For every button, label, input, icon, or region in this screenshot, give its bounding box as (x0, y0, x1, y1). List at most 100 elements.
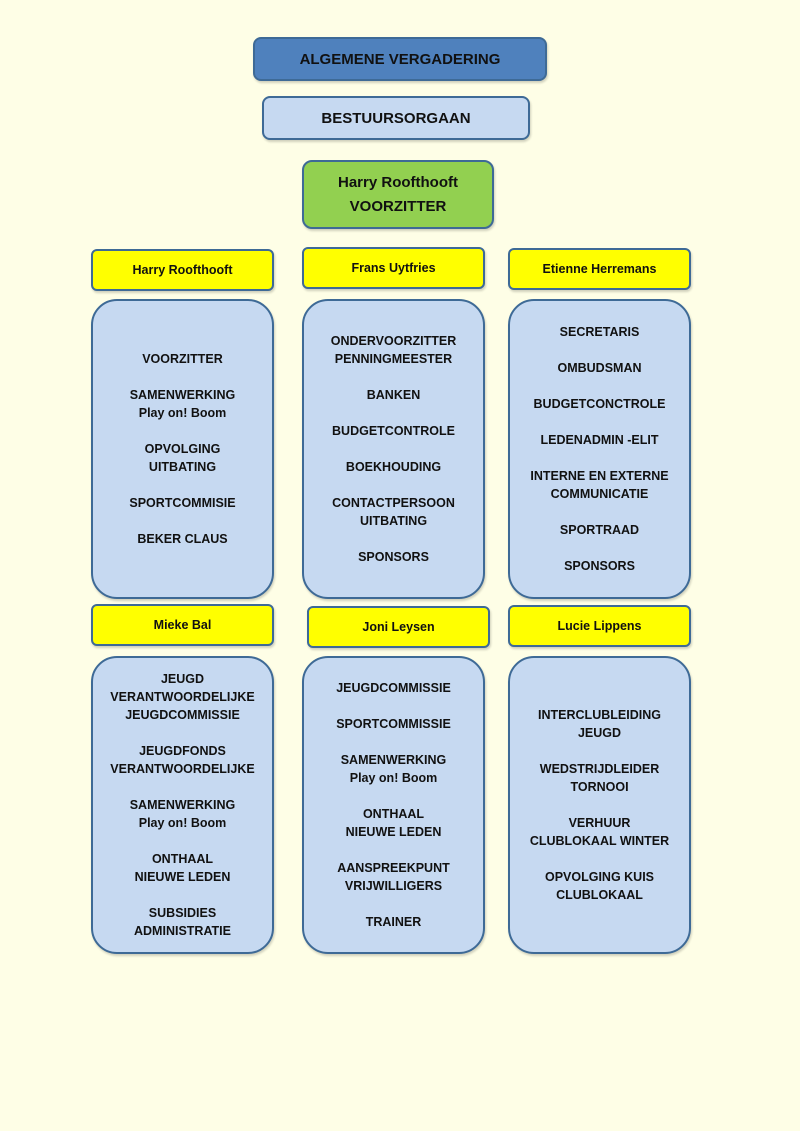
task-line: CLUBLOKAAL (556, 888, 643, 902)
task-line: SPORTRAAD (559, 523, 640, 537)
task-line: ONDERVOORZITTER (330, 334, 457, 348)
task-line: VERHUUR (568, 816, 631, 830)
task-line: BUDGETCONTROLE (332, 424, 455, 438)
member-tasks-panel: INTERCLUBLEIDING JEUGD WEDSTRIJDLEIDER TORN… (508, 656, 691, 954)
task-item: SPORTCOMMISSIE (336, 715, 451, 733)
general-assembly-label: ALGEMENE VERGADERING (299, 50, 501, 68)
task-item: SUBSIDIES ADMINISTRATIE (134, 904, 231, 940)
task-item: BEKER CLAUS (137, 530, 227, 548)
task-line: ONTHAAL (362, 807, 425, 821)
task-line: ONTHAAL (151, 852, 214, 866)
task-item: SPORTRAAD (560, 521, 639, 539)
task-item: OMBUDSMAN (557, 359, 641, 377)
task-line: VERANTWOORDELIJKE (110, 762, 255, 776)
task-line: TRAINER (365, 915, 422, 929)
task-line: SPONSORS (358, 550, 429, 564)
task-line: JEUGDCOMMISSIE (125, 708, 240, 722)
task-line: NIEUWE LEDEN (134, 870, 231, 884)
member-name-box: Joni Leysen (307, 606, 490, 648)
task-line: Play on! Boom (138, 406, 227, 420)
member-tasks-panel: SECRETARIS OMBUDSMAN BUDGETCONCTROLE LEDENA… (508, 299, 691, 599)
board-box: BESTUURSORGAAN (262, 96, 530, 140)
task-line: INTERNE EN EXTERNE (530, 469, 669, 483)
task-item: ONTHAAL NIEUWE LEDEN (135, 850, 231, 886)
chair-name: Harry Roofthooft (338, 173, 458, 191)
task-item: SAMENWERKING Play on! Boom (130, 386, 236, 422)
task-item: BOEKHOUDING (346, 458, 441, 476)
task-line: SUBSIDIES (148, 906, 217, 920)
task-line: TORNOOI (570, 780, 629, 794)
task-item: CONTACTPERSOON UITBATING (332, 494, 455, 530)
task-line: ADMINISTRATIE (134, 924, 231, 938)
task-item: SAMENWERKING Play on! Boom (130, 796, 236, 832)
task-line: UITBATING (359, 514, 428, 528)
task-item: TRAINER (366, 913, 422, 931)
task-line: BANKEN (366, 388, 421, 402)
task-line: INTERCLUBLEIDING (538, 708, 661, 722)
task-item: WEDSTRIJDLEIDER TORNOOI (540, 760, 659, 796)
member-name-box: Etienne Herremans (508, 248, 691, 290)
member-name: Harry Roofthooft (132, 263, 233, 277)
task-item: JEUGDCOMMISSIE (336, 679, 451, 697)
task-line: SPORTCOMMISSIE (336, 717, 451, 731)
task-item: LEDENADMIN -ELIT (540, 431, 658, 449)
task-line: SAMENWERKING (129, 798, 236, 812)
task-line: SPONSORS (564, 559, 635, 573)
task-item: INTERCLUBLEIDING JEUGD (538, 706, 661, 742)
task-line: JEUGDCOMMISSIE (336, 681, 451, 695)
task-item: ONDERVOORZITTER PENNINGMEESTER (331, 332, 456, 368)
task-line: BOEKHOUDING (345, 460, 442, 474)
task-line: VOORZITTER (142, 352, 223, 366)
member-name-box: Mieke Bal (91, 604, 274, 646)
task-line: JEUGD (577, 726, 622, 740)
task-line: OPVOLGING KUIS (544, 870, 655, 884)
task-item: SECRETARIS (560, 323, 640, 341)
task-line: BUDGETCONCTROLE (533, 397, 666, 411)
member-tasks-panel: ONDERVOORZITTER PENNINGMEESTER BANKEN BUDGE… (302, 299, 485, 599)
task-item: VOORZITTER (142, 350, 223, 368)
task-line: CONTACTPERSOON (332, 496, 455, 510)
task-line: BEKER CLAUS (137, 532, 228, 546)
task-line: CLUBLOKAAL WINTER (529, 834, 670, 848)
task-item: SPONSORS (564, 557, 635, 575)
task-item: ONTHAAL NIEUWE LEDEN (346, 805, 442, 841)
task-line: JEUGD (160, 672, 205, 686)
task-line: PENNINGMEESTER (334, 352, 453, 366)
task-line: Play on! Boom (138, 816, 227, 830)
board-label: BESTUURSORGAAN (321, 109, 471, 127)
general-assembly-box: ALGEMENE VERGADERING (253, 37, 547, 81)
task-item: BUDGETCONTROLE (332, 422, 455, 440)
task-line: OPVOLGING (144, 442, 221, 456)
task-item: JEUGD VERANTWOORDELIJKE JEUGDCOMMISSIE (110, 670, 254, 724)
task-line: SECRETARIS (559, 325, 640, 339)
chair-box: Harry Roofthooft VOORZITTER (302, 160, 494, 229)
member-name-box: Lucie Lippens (508, 605, 691, 647)
task-line: SAMENWERKING (129, 388, 236, 402)
task-line: OMBUDSMAN (557, 361, 642, 375)
member-name: Frans Uytfries (351, 261, 436, 275)
task-line: LEDENADMIN -ELIT (540, 433, 659, 447)
task-item: SPORTCOMMISIE (129, 494, 235, 512)
task-line: AANSPREEKPUNT (337, 861, 450, 875)
member-name: Mieke Bal (153, 618, 212, 632)
member-tasks-panel: JEUGDCOMMISSIE SPORTCOMMISSIE SAMENWERKING… (302, 656, 485, 954)
member-name-box: Frans Uytfries (302, 247, 485, 289)
task-item: OPVOLGING UITBATING (145, 440, 221, 476)
member-name-box: Harry Roofthooft (91, 249, 274, 291)
member-name: Etienne Herremans (542, 262, 657, 276)
task-line: WEDSTRIJDLEIDER (539, 762, 660, 776)
task-item: VERHUUR CLUBLOKAAL WINTER (530, 814, 669, 850)
task-line: UITBATING (148, 460, 217, 474)
task-line: Play on! Boom (349, 771, 438, 785)
task-item: BUDGETCONCTROLE (534, 395, 666, 413)
chair-role: VOORZITTER (349, 197, 447, 215)
task-line: NIEUWE LEDEN (345, 825, 442, 839)
task-line: VERANTWOORDELIJKE (110, 690, 255, 704)
task-item: OPVOLGING KUIS CLUBLOKAAL (545, 868, 654, 904)
member-name: Lucie Lippens (557, 619, 642, 633)
